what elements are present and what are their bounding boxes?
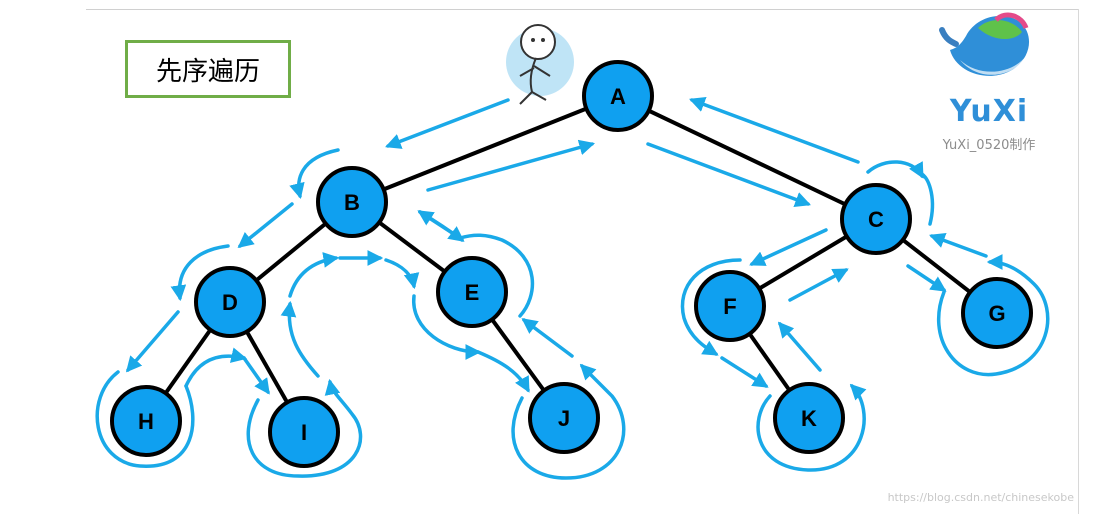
tree-node-c: C [840, 183, 912, 255]
edge-A-B [351, 94, 619, 204]
traversal-loop-D [170, 244, 230, 302]
traversal-loop-G [937, 254, 1050, 377]
traversal-arrow [426, 139, 596, 192]
node-circle [436, 256, 508, 328]
traversal-loop-C [866, 160, 924, 179]
tree-node-h: H [110, 385, 182, 457]
brand-name: YuXi [949, 94, 1029, 129]
node-label: I [301, 420, 307, 445]
node-circle [110, 385, 182, 457]
traversal-arrow [384, 258, 420, 290]
node-label: K [801, 406, 817, 431]
traversal-loop-F [680, 258, 742, 356]
tree-node-a: A [582, 60, 654, 132]
diagram-title: 先序遍历 [125, 40, 291, 98]
node-label: C [868, 207, 884, 232]
traversal-loop-E [458, 233, 535, 318]
traversal-arrow [521, 318, 574, 358]
node-circle [840, 183, 912, 255]
edge-A-C [617, 94, 877, 221]
traversal-loop-I [246, 378, 363, 478]
node-label: F [723, 294, 736, 319]
node-label: G [988, 301, 1005, 326]
tree-node-b: B [316, 166, 388, 238]
traversal-path [95, 97, 1050, 480]
traversal-arrow [788, 268, 849, 302]
traversal-arrow [720, 356, 769, 388]
tree-node-i: I [268, 396, 340, 468]
frame-right-border [1078, 9, 1079, 514]
traversal-arrow [237, 202, 294, 248]
brand-credit: YuXi_0520制作 [942, 138, 1036, 153]
node-label: B [344, 190, 360, 215]
traversal-arrow [906, 264, 947, 292]
tree-node-k: K [773, 382, 845, 454]
walking-stick-figure-icon [506, 24, 574, 105]
traversal-arrow [476, 350, 530, 393]
traversal-loop-H [95, 370, 195, 468]
tree-node-e: E [436, 256, 508, 328]
node-circle [316, 166, 388, 238]
tree-edges [144, 94, 999, 433]
traversal-loop-K [756, 383, 867, 472]
frame-top-border [86, 9, 1078, 10]
node-circle [773, 382, 845, 454]
node-circle [528, 382, 600, 454]
watermark-url: https://blog.csdn.net/chinesekobe [887, 491, 1074, 504]
traversal-arrow [777, 321, 822, 372]
traversal-loop-E [412, 294, 482, 360]
traversal-arrow [242, 356, 270, 395]
traversal-loop-J [511, 363, 626, 480]
node-circle [961, 277, 1033, 349]
tree-node-f: F [694, 270, 766, 342]
node-circle [582, 60, 654, 132]
node-label: H [138, 409, 154, 434]
tree-node-d: D [194, 266, 266, 338]
node-circle [694, 270, 766, 342]
traversal-loop-C [920, 172, 935, 226]
traversal-arrow [184, 347, 248, 388]
traversal-arrow [929, 232, 988, 258]
traversal-arrow [646, 142, 811, 207]
whale-logo-icon [939, 12, 1030, 76]
node-circle [268, 396, 340, 468]
traversal-arrow [385, 98, 510, 149]
traversal-arrow [280, 300, 320, 378]
tree-node-g: G [961, 277, 1033, 349]
node-label: J [558, 406, 570, 431]
node-label: E [465, 280, 480, 305]
traversal-loop-B [289, 148, 340, 200]
tree-nodes: A B C D E F G H I J K [110, 60, 1033, 468]
traversal-arrow [417, 210, 462, 240]
traversal-arrow [125, 310, 180, 373]
node-label: A [610, 84, 626, 109]
traversal-arrow [689, 97, 860, 164]
traversal-arrow [749, 228, 828, 266]
node-circle [194, 266, 266, 338]
node-label: D [222, 290, 238, 315]
tree-node-j: J [528, 382, 600, 454]
traversal-arrow [288, 252, 340, 298]
